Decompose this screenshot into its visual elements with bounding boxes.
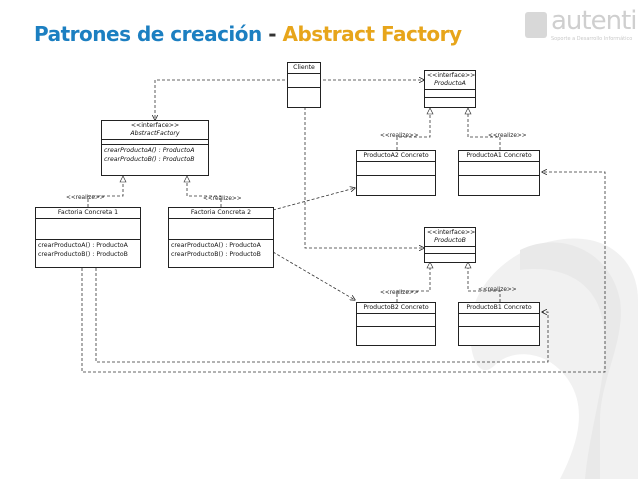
dep-f1-a1 bbox=[81, 172, 606, 373]
stereotype: <<interface>> bbox=[130, 122, 180, 129]
operation: crearProductoA() : ProductoA bbox=[171, 242, 261, 249]
class-name: ProductoA1 Concreto bbox=[459, 151, 539, 162]
interface-abstractfactory: <<interface>> AbstractFactory crearProdu… bbox=[101, 120, 209, 176]
operation: crearProductoB() : ProductoB bbox=[171, 250, 261, 258]
title-separator: - bbox=[261, 22, 283, 46]
operation: crearProductoB() : ProductoB bbox=[38, 250, 128, 258]
realize-label-f2: <<realize>> bbox=[203, 196, 242, 202]
class-productob2: ProductoB2 Concreto bbox=[356, 302, 436, 346]
class-name: <<interface>> ProductoA bbox=[425, 71, 475, 90]
interface-name: AbstractFactory bbox=[130, 130, 180, 137]
class-productoa1: ProductoA1 Concreto bbox=[458, 150, 540, 196]
stereotype: <<interface>> bbox=[427, 72, 476, 79]
interface-name: ProductoA bbox=[434, 80, 466, 87]
dep-cliente-abstractfactory bbox=[155, 79, 290, 120]
realize-label-a2: <<realize>> bbox=[380, 133, 419, 139]
realize-label-f1: <<realize>> bbox=[66, 195, 105, 201]
class-productoa2: ProductoA2 Concreto bbox=[356, 150, 436, 196]
class-name: Factoria Concreta 1 bbox=[36, 208, 140, 219]
operations: crearProductoA() : ProductoA crearProduc… bbox=[102, 145, 208, 166]
realize-label-b2: <<realize>> bbox=[380, 290, 419, 296]
realize-b1 bbox=[468, 262, 501, 302]
interface-name: ProductoB bbox=[434, 237, 466, 244]
class-name: ProductoB2 Concreto bbox=[357, 303, 435, 314]
realize-label-a1: <<realize>> bbox=[488, 133, 527, 139]
class-factoria-concreta-2: Factoria Concreta 2 crearProductoA() : P… bbox=[168, 207, 274, 268]
title-part-1: Patrones de creación bbox=[34, 22, 262, 46]
realize-a2 bbox=[396, 108, 430, 150]
class-name: ProductoA2 Concreto bbox=[357, 151, 435, 162]
operations: crearProductoA() : ProductoA crearProduc… bbox=[36, 240, 140, 261]
class-factoria-concreta-1: Factoria Concreta 1 crearProductoA() : P… bbox=[35, 207, 141, 268]
operation: crearProductoA() : ProductoA bbox=[104, 147, 195, 154]
dep-f2-b2 bbox=[272, 251, 355, 300]
autentia-logo: autentia Soporte a Desarrollo Informátic… bbox=[525, 6, 638, 42]
class-name: <<interface>> AbstractFactory bbox=[102, 121, 208, 140]
realize-a1 bbox=[468, 108, 501, 150]
interface-productoa: <<interface>> ProductoA bbox=[424, 70, 476, 108]
dep-f1-b1 bbox=[95, 268, 549, 363]
dep-f2-a2 bbox=[272, 188, 355, 211]
interface-productob: <<interface>> ProductoB bbox=[424, 227, 476, 263]
operation: crearProductoA() : ProductoA bbox=[38, 242, 128, 249]
class-productob1: ProductoB1 Concreto bbox=[458, 302, 540, 346]
stereotype: <<interface>> bbox=[427, 229, 476, 236]
class-name: Cliente bbox=[288, 63, 320, 74]
realize-label-b1: <<realize>> bbox=[478, 287, 517, 293]
class-name: <<interface>> ProductoB bbox=[425, 228, 475, 247]
class-name: Factoria Concreta 2 bbox=[169, 208, 273, 219]
title-part-2: Abstract Factory bbox=[282, 22, 463, 46]
realize-f1 bbox=[87, 176, 123, 207]
dep-cliente-productob bbox=[304, 107, 424, 248]
logo-mark-icon bbox=[525, 12, 547, 38]
realize-f2 bbox=[187, 176, 222, 207]
class-name: ProductoB1 Concreto bbox=[459, 303, 539, 314]
operation: crearProductoB() : ProductoB bbox=[104, 155, 195, 163]
realize-b2 bbox=[396, 262, 430, 302]
slide-title: Patrones de creación - Abstract Factory bbox=[34, 22, 462, 46]
logo-word: autentia bbox=[551, 6, 638, 36]
logo-tagline: Soporte a Desarrollo Informático bbox=[551, 36, 633, 42]
class-cliente: Cliente bbox=[287, 62, 321, 108]
operations: crearProductoA() : ProductoA crearProduc… bbox=[169, 240, 273, 261]
